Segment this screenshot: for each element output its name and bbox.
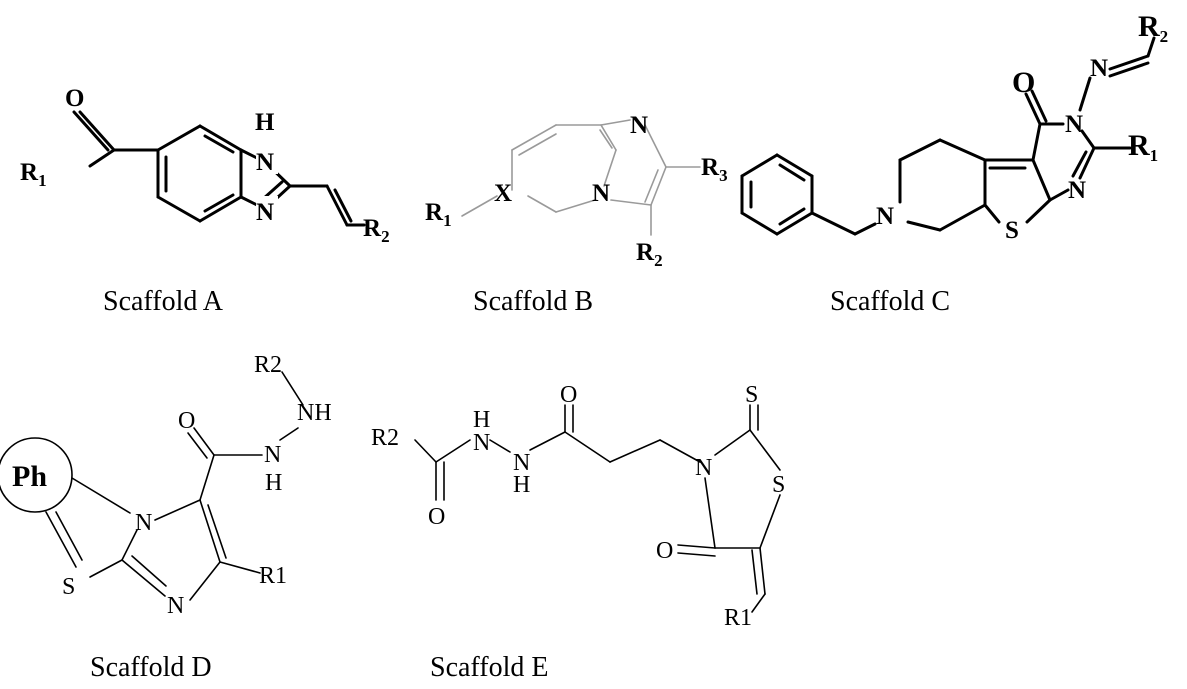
scaffold-e-r2: R2 bbox=[371, 425, 399, 451]
scaffold-c-nitrogen-ring-2: N bbox=[1068, 177, 1086, 204]
scaffold-e-nitrogen-3: N bbox=[695, 455, 712, 481]
scaffold-b-x-atom: X bbox=[494, 180, 512, 207]
scaffold-e-caption: Scaffold E bbox=[430, 652, 548, 683]
scaffold-c-r1: R1 bbox=[1128, 129, 1158, 165]
scaffold-d-nitrogen-2: N bbox=[167, 593, 184, 619]
scaffold-e-hydrogen-1: H bbox=[473, 407, 490, 433]
scaffold-a-bonds bbox=[72, 110, 366, 227]
scaffold-a-r2: R2 bbox=[363, 215, 390, 246]
scaffold-d-r1: R1 bbox=[259, 563, 287, 589]
scaffold-d-nitrogen-1: N bbox=[135, 510, 152, 536]
scaffold-c-nitrogen-piperidine: N bbox=[876, 203, 894, 230]
scaffold-e-nitrogen-2: N bbox=[513, 450, 530, 476]
scaffold-e-nitrogen-1: N bbox=[473, 430, 490, 456]
scaffold-e: R2 H N N H O O N S S O R1 Scaffold E bbox=[371, 382, 785, 683]
scaffold-c-nitrogen-imine: N bbox=[1090, 55, 1108, 82]
scaffold-a: O H N N R1 R2 Scaffold A bbox=[20, 85, 390, 317]
scaffold-e-oxygen-3: O bbox=[656, 538, 673, 564]
scaffold-b: N N X R1 R2 R3 Scaffold B bbox=[425, 112, 728, 317]
scaffold-a-nitrogen-1: N bbox=[256, 149, 274, 176]
scaffold-d-caption: Scaffold D bbox=[90, 652, 212, 683]
scaffold-c-caption: Scaffold C bbox=[830, 286, 950, 317]
scaffold-b-bonds bbox=[461, 119, 701, 236]
scaffold-c-sulfur: S bbox=[1005, 217, 1019, 244]
scaffold-c-nitrogen-ring-1: N bbox=[1065, 111, 1083, 138]
scaffold-e-bonds bbox=[414, 404, 781, 613]
scaffold-b-caption: Scaffold B bbox=[473, 286, 593, 317]
scaffold-d: Ph S N N O NH N H R1 R2 Scaffold D bbox=[0, 352, 332, 683]
scaffold-b-r2: R2 bbox=[636, 239, 663, 270]
scaffold-a-hydrogen: H bbox=[255, 109, 275, 136]
scaffold-a-oxygen: O bbox=[65, 85, 84, 112]
scaffold-d-nh: NH bbox=[297, 400, 332, 426]
scaffold-c-oxygen: O bbox=[1012, 66, 1035, 99]
scaffold-b-r1: R1 bbox=[425, 199, 452, 230]
scaffold-b-nitrogen-1: N bbox=[630, 112, 648, 139]
scaffold-a-caption: Scaffold A bbox=[103, 286, 224, 317]
scaffold-d-r2: R2 bbox=[254, 352, 282, 378]
scaffold-d-bonds bbox=[0, 371, 304, 601]
scaffold-c-bonds bbox=[740, 36, 1156, 236]
scaffold-b-nitrogen-2: N bbox=[592, 180, 610, 207]
scaffold-d-nitrogen-hydrazide: N bbox=[264, 442, 281, 468]
scaffold-d-sulfur: S bbox=[62, 574, 75, 600]
scaffold-e-oxygen-2: O bbox=[560, 382, 577, 408]
scaffold-c: O N N N N S R1 R2 Scaffold C bbox=[740, 10, 1168, 317]
scaffold-e-oxygen-1: O bbox=[428, 504, 445, 530]
scaffold-a-nitrogen-2: N bbox=[256, 199, 274, 226]
scaffold-e-hydrogen-2: H bbox=[513, 472, 530, 498]
scaffold-b-r3: R3 bbox=[701, 154, 728, 185]
scaffold-e-r1: R1 bbox=[724, 605, 752, 631]
scaffold-e-sulfur-thione: S bbox=[745, 382, 758, 408]
scaffold-d-oxygen: O bbox=[178, 408, 195, 434]
scaffold-e-sulfur-ring: S bbox=[772, 472, 785, 498]
scaffold-c-r2: R2 bbox=[1138, 10, 1168, 46]
scaffold-d-phenyl: Ph bbox=[12, 460, 47, 493]
scaffold-d-hydrogen: H bbox=[265, 470, 282, 496]
scaffold-a-r1: R1 bbox=[20, 159, 47, 190]
